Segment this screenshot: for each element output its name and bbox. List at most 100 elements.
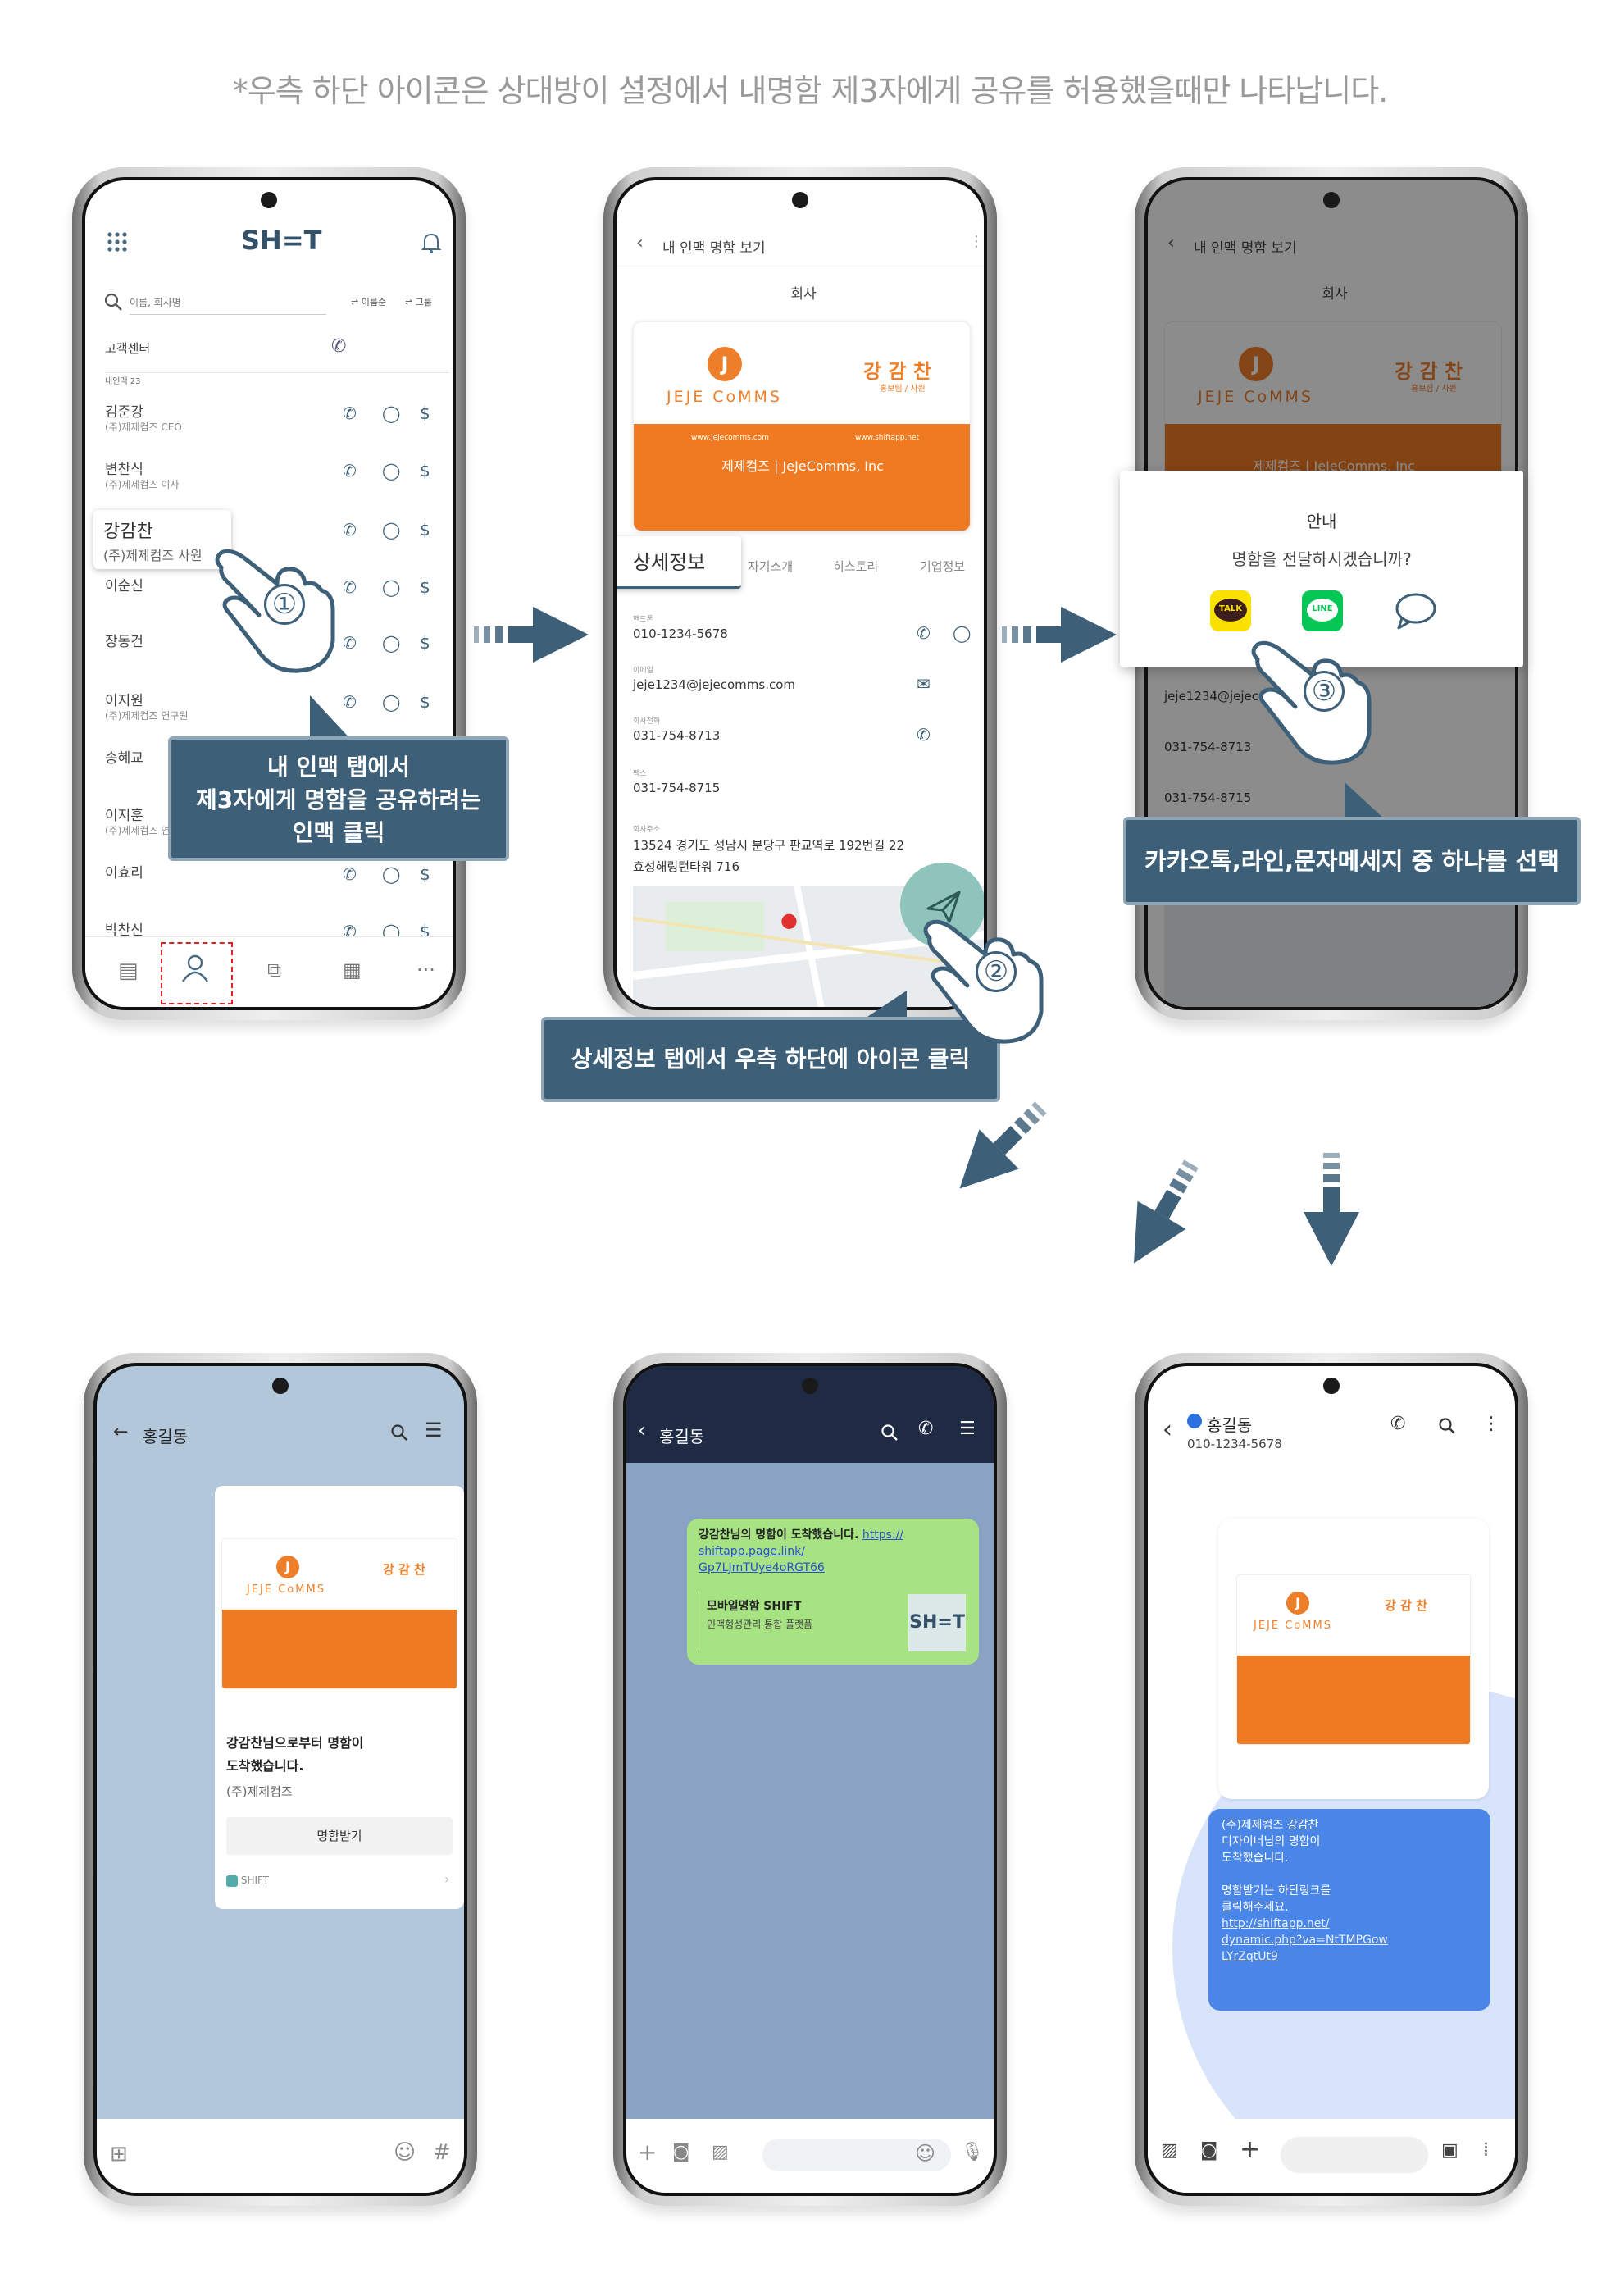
customer-center-label[interactable]: 고객센터: [105, 341, 151, 356]
card-company: 제제컴즈 | JeJeComms, Inc: [721, 458, 884, 474]
line-message-bubble[interactable]: 강감찬님의 명함이 도착했습니다. https:// shiftapp.page…: [687, 1519, 979, 1665]
sms-share-button[interactable]: [1394, 590, 1438, 631]
chat-bubble-icon[interactable]: ◯: [382, 864, 401, 884]
shift-share-icon[interactable]: $: [420, 864, 430, 884]
back-chevron-icon[interactable]: ‹: [1167, 233, 1175, 253]
call-icon[interactable]: ✆: [917, 725, 931, 745]
contact-row[interactable]: 장동건✆◯$: [105, 630, 449, 676]
voice-icon[interactable]: ⦙: [1484, 2140, 1488, 2161]
chat-bubble-icon[interactable]: ◯: [382, 520, 401, 540]
business-card[interactable]: J JEJE CoMMS 강 감 찬 홍보팀 / 사원 www.jejecomm…: [633, 321, 971, 531]
more-tab-icon[interactable]: ···: [416, 959, 435, 982]
contact-row[interactable]: 이효리✆◯$: [105, 861, 449, 907]
message-link-part-1[interactable]: https://: [862, 1528, 904, 1542]
callout-1: 내 인맥 탭에서 제3자에게 명함을 공유하려는 인맥 클릭: [168, 736, 509, 861]
kakaotalk-share-button[interactable]: TALK: [1210, 590, 1251, 631]
image-icon[interactable]: ▨: [712, 2142, 729, 2162]
flow-arrow-down-left-2: [1105, 1156, 1220, 1274]
message-input[interactable]: [143, 2139, 372, 2168]
front-camera: [802, 1378, 818, 1394]
message-input[interactable]: [1281, 2137, 1428, 2173]
plus-square-icon[interactable]: ⊞: [110, 2142, 128, 2166]
search-icon[interactable]: [390, 1424, 408, 1442]
chat-bubble-icon[interactable]: ◯: [382, 577, 401, 597]
call-icon[interactable]: ✆: [1390, 1414, 1406, 1434]
microphone-icon[interactable]: 🎙: [961, 2142, 984, 2162]
call-icon[interactable]: ✆: [918, 1419, 934, 1439]
back-arrow-icon[interactable]: ←: [113, 1422, 129, 1442]
menu-icon[interactable]: ☰: [425, 1419, 443, 1442]
front-camera: [1323, 1378, 1340, 1394]
back-chevron-icon[interactable]: ‹: [1163, 1415, 1172, 1444]
gallery-icon[interactable]: ▨: [1161, 2140, 1178, 2161]
contacts-tab-icon[interactable]: [180, 952, 213, 985]
more-vertical-icon[interactable]: ⋮: [1482, 1414, 1500, 1434]
sticker-icon[interactable]: ▣: [1441, 2140, 1458, 2161]
receive-card-button[interactable]: 명함받기: [226, 1817, 453, 1855]
phone-icon[interactable]: ✆: [343, 461, 357, 481]
sort-button[interactable]: ⇌ 이름순: [351, 297, 387, 308]
chat-bubble-icon[interactable]: ◯: [382, 403, 401, 423]
contact-row[interactable]: 이순신✆◯$: [105, 574, 449, 620]
shift-share-icon[interactable]: $: [420, 461, 430, 481]
card-tab-icon[interactable]: ▤: [118, 959, 139, 983]
phone-icon[interactable]: ✆: [343, 520, 357, 540]
plus-icon[interactable]: +: [1240, 2135, 1261, 2164]
phone-icon[interactable]: ✆: [343, 633, 357, 653]
camera-icon[interactable]: ◙: [672, 2142, 690, 2162]
group-button[interactable]: ⇌ 그룹: [405, 297, 432, 308]
apps-grid-icon[interactable]: [107, 231, 128, 253]
chat-input-bar: + ◙ ▨ ☺ 🎙: [626, 2119, 994, 2193]
sms-link[interactable]: LYrZqtUt9: [1222, 1950, 1278, 1963]
chat-bubble-icon[interactable]: ◯: [382, 633, 401, 653]
tab-detail-info[interactable]: 상세정보: [617, 536, 741, 589]
search-icon[interactable]: [881, 1424, 899, 1442]
message-link-part-3[interactable]: Gp7LJmTUye4oRGT66: [699, 1561, 825, 1574]
kakao-card-message[interactable]: J JEJE CoMMS 강 감 찬 강감찬님으로부터 명함이 도착했습니다. …: [215, 1486, 464, 1909]
line-share-button[interactable]: LINE: [1302, 590, 1343, 631]
phone-icon[interactable]: ✆: [343, 864, 357, 884]
shift-share-icon[interactable]: $: [420, 633, 430, 653]
mail-icon[interactable]: ✉: [917, 674, 931, 694]
chat-bubble-icon[interactable]: ◯: [382, 461, 401, 481]
phone-icon[interactable]: ✆: [343, 577, 357, 597]
search-icon[interactable]: [1438, 1417, 1456, 1435]
company-tab-icon[interactable]: ▦: [343, 959, 362, 982]
message-link-part-2[interactable]: shiftapp.page.link/: [699, 1545, 805, 1558]
emoticon-icon[interactable]: ☺: [394, 2140, 416, 2165]
hashtag-icon[interactable]: #: [433, 2140, 451, 2165]
back-chevron-icon[interactable]: ‹: [638, 1419, 646, 1442]
tab-company-info[interactable]: 기업정보: [920, 559, 966, 574]
search-input[interactable]: [130, 290, 326, 315]
shift-share-icon[interactable]: $: [420, 520, 430, 540]
camera-icon[interactable]: ◙: [1200, 2140, 1218, 2161]
chat-bubble-icon[interactable]: ◯: [382, 692, 401, 712]
tab-self-intro[interactable]: 자기소개: [748, 559, 794, 574]
menu-icon[interactable]: ☰: [959, 1419, 976, 1439]
message-input[interactable]: [762, 2139, 951, 2171]
shift-share-icon[interactable]: $: [420, 403, 430, 423]
more-vertical-icon[interactable]: ⋮: [969, 233, 984, 250]
email-value: jeje1234@jejecom: [1164, 689, 1278, 704]
mms-image-bubble[interactable]: J JEJE CoMMS 강 감 찬: [1218, 1519, 1489, 1799]
contact-row[interactable]: 이지원(주)제제컴즈 연구원✆◯$: [105, 689, 449, 735]
shift-footer[interactable]: SHIFT: [226, 1875, 269, 1887]
emoji-icon[interactable]: ☺: [915, 2142, 936, 2165]
call-icon[interactable]: ✆: [917, 623, 931, 643]
selected-contact-card[interactable]: 강감찬 (주)제제컴즈 사원: [93, 510, 231, 569]
back-chevron-icon[interactable]: ‹: [636, 233, 644, 253]
sms-link[interactable]: http://shiftapp.net/: [1222, 1917, 1330, 1930]
chat-bubble-icon[interactable]: ◯: [953, 623, 972, 643]
bell-icon[interactable]: [421, 231, 442, 254]
plus-icon[interactable]: +: [638, 2139, 658, 2166]
phone-icon[interactable]: ✆: [343, 403, 357, 423]
contact-row[interactable]: 김준강(주)제제컴즈 CEO✆◯$: [105, 400, 449, 446]
contact-row[interactable]: 변찬식(주)제제컴즈 이사✆◯$: [105, 458, 449, 503]
sms-link[interactable]: dynamic.php?va=NtTMPGow: [1222, 1934, 1388, 1947]
phone-icon[interactable]: ✆: [331, 336, 347, 357]
tab-history[interactable]: 히스토리: [833, 559, 879, 574]
shift-share-icon[interactable]: $: [420, 692, 430, 712]
shift-share-icon[interactable]: $: [420, 577, 430, 597]
share-tab-icon[interactable]: ⧉: [267, 959, 282, 982]
